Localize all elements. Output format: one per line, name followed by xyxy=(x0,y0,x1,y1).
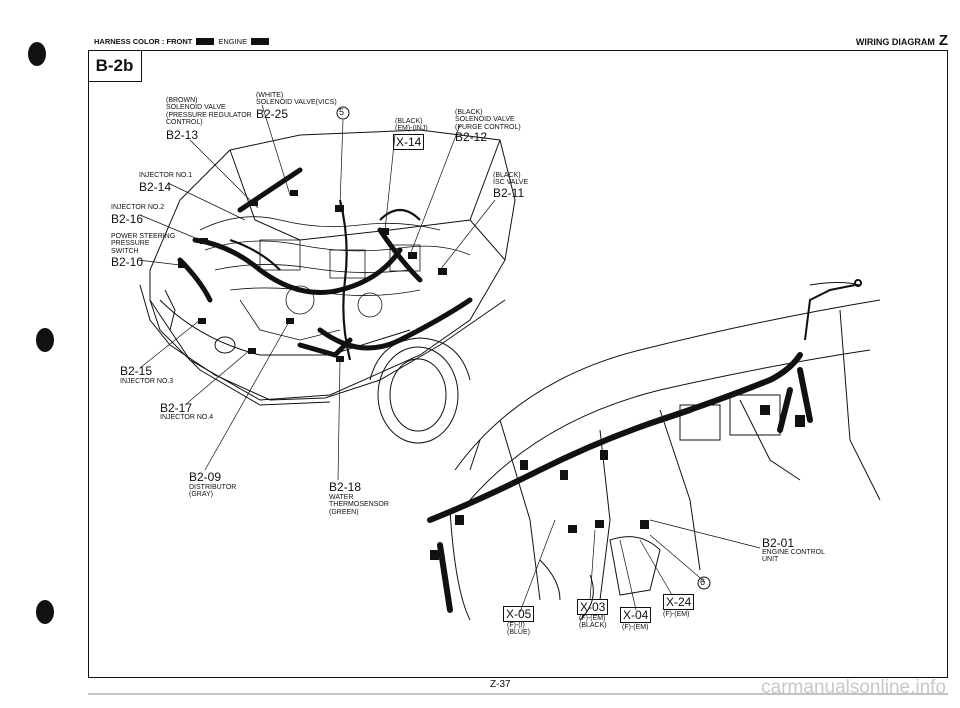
b2-10-desc: POWER STEERING PRESSURE SWITCH xyxy=(111,233,176,255)
b2-18-desc: WATER THERMOSENSOR (GREEN) xyxy=(329,494,389,516)
b2-01-code: B2-01 xyxy=(762,536,795,550)
x05-code: X-05 xyxy=(503,606,535,622)
b2-13-desc: (BROWN) SOLENOID VALVE (PRESSURE REGULAT… xyxy=(166,97,252,127)
b2-15-code: B2-15 xyxy=(120,364,153,378)
x14-code: X-14 xyxy=(393,134,425,150)
b2-10-code: B2-10 xyxy=(111,255,144,269)
binder-hole-middle xyxy=(36,328,54,352)
harness-color-legend: HARNESS COLOR : FRONT ENGINE xyxy=(94,37,270,46)
diagram-frame xyxy=(88,50,948,678)
b2-16-desc: INJECTOR NO.2 xyxy=(111,204,165,211)
x03-desc: (F)-(EM) (BLACK) xyxy=(579,615,607,630)
watermark: carmanualsonline.info xyxy=(761,677,946,698)
b2-09-desc: DISTRIBUTOR (GRAY) xyxy=(189,484,237,499)
x24-desc: (F)-(EM) xyxy=(663,611,690,618)
page-number: Z-37 xyxy=(490,679,511,690)
x14-desc: (BLACK) (EM)-(INJ) xyxy=(395,118,428,133)
front-harness xyxy=(177,167,473,358)
engine-harness-swatch xyxy=(251,38,270,46)
b2-01-desc: ENGINE CONTROL UNIT xyxy=(762,549,826,564)
b2-11-desc: (BLACK) ISC VALVE xyxy=(493,172,529,187)
front-harness-swatch xyxy=(196,38,215,46)
x24-code: X-24 xyxy=(663,594,695,610)
b2-17-code: B2-17 xyxy=(160,401,193,415)
dashboard-harness-tail xyxy=(804,279,862,341)
callout-6: 6 xyxy=(700,577,706,587)
x04-desc: (F)-(EM) xyxy=(622,624,649,631)
b2-14-desc: INJECTOR NO.1 xyxy=(139,172,193,179)
b2-25-desc: (WHITE) SOLENOID VALVE(VICS) xyxy=(256,92,337,107)
car-engine-bay xyxy=(139,129,516,444)
engine-harness xyxy=(229,199,421,361)
diagram-title-text: WIRING DIAGRAM xyxy=(855,37,935,47)
leader-lines xyxy=(137,104,761,613)
engine-harness-label: ENGINE xyxy=(218,37,248,46)
b2-12-desc: (BLACK) SOLENOID VALVE (PURGE CONTROL) xyxy=(455,109,521,131)
diagram-title-letter: Z xyxy=(938,32,948,49)
engine-detail xyxy=(199,216,471,341)
harness-color-label: HARNESS COLOR : FRONT xyxy=(94,37,193,46)
b2-09-code: B2-09 xyxy=(189,470,222,484)
connectors xyxy=(178,190,805,560)
b2-16-code: B2-16 xyxy=(111,212,144,226)
dashboard xyxy=(449,282,881,621)
dashboard-harness xyxy=(427,352,813,613)
b2-18-code: B2-18 xyxy=(329,480,362,494)
b2-15-desc: INJECTOR NO.3 xyxy=(120,378,174,385)
b2-12-code: B2-12 xyxy=(455,130,488,144)
callout-circle-6 xyxy=(697,576,711,590)
b2-14-code: B2-14 xyxy=(139,180,172,194)
x03-code: X-03 xyxy=(577,599,609,615)
section-label: B-2b xyxy=(88,50,142,82)
binder-hole-bottom xyxy=(36,600,54,624)
b2-25-code: B2-25 xyxy=(256,107,289,121)
x05-desc: (F)-(I) (BLUE) xyxy=(507,622,530,637)
binder-hole-top xyxy=(28,42,46,66)
b2-17-desc: INJECTOR NO.4 xyxy=(160,414,214,421)
callout-circle-5 xyxy=(336,106,350,120)
b2-13-code: B2-13 xyxy=(166,128,199,142)
b2-11-code: B2-11 xyxy=(493,186,525,200)
callout-5: 5 xyxy=(339,107,345,117)
x04-code: X-04 xyxy=(620,607,652,623)
